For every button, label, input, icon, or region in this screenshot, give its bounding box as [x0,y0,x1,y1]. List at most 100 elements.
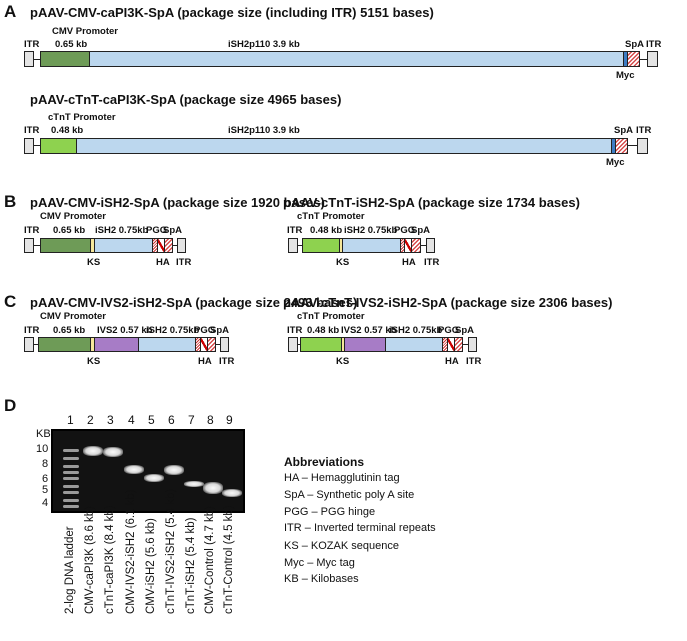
kb-tick-label: 8 [42,458,49,470]
kb-tick-label: 5 [42,484,49,496]
itr-label: ITR [636,125,652,136]
map-c-right-title: pAAV-cTnT-IVS2-iSH2-SpA (package size 23… [283,295,613,310]
itr-label: ITR [24,39,40,50]
gene-segment [385,337,443,352]
spa-label: SpA [163,225,182,236]
dna-band [184,481,204,487]
spa-segment [454,337,463,352]
lane-number: 3 [107,413,114,427]
panel-letter-c: C [4,292,17,311]
promoter-label: CMV Promoter [40,311,106,322]
lane-label: cTnT-Control (4.5 kb) [223,505,235,614]
lane-number: 6 [168,413,175,427]
agarose-gel-image [51,429,245,513]
gene-label: iSH2 0.75kb [95,225,149,236]
promoter-label: cTnT Promoter [297,211,365,222]
gene-label: iSH2 0.75kb [146,325,200,336]
panel-letter-b: B [4,192,17,211]
myc-label: Myc [606,157,625,168]
itr-label: ITR [24,325,40,336]
gene-label: iSH2 0.75kb [389,325,443,336]
map-a2-title: pAAV-cTnT-caPI3K-SpA (package size 4965 … [30,92,342,107]
abbreviation-item: SpA – Synthetic poly A site [284,489,415,501]
itr-box [24,138,34,154]
spa-segment [164,238,173,253]
promoter-size-label: 0.65 kb [53,325,86,336]
map-b-left-title: pAAV-CMV-iSH2-SpA (package size 1920 bas… [30,195,325,210]
kb-tick-label: 4 [42,497,49,509]
dna-band [203,482,223,494]
promoter-label: CMV Promoter [52,26,118,37]
lane-number: 2 [87,413,94,427]
spa-segment [207,337,216,352]
ladder-band [63,491,79,494]
gene-label: iSH2p110 3.9 kb [228,39,300,50]
dna-band [164,465,184,475]
abbreviation-item: PGG – PGG hinge [284,506,376,518]
map-a1-title: pAAV-CMV-caPI3K-SpA (package size (inclu… [30,5,434,20]
kb-tick-label: 6 [42,473,49,485]
pgg-label: PGG [394,225,416,236]
itr-label: ITR [646,39,662,50]
ctnt-promoter-segment [300,337,342,352]
ha-label: HA [445,356,459,367]
itr-box [637,138,648,154]
gene-label: iSH2 0.75kb [344,225,398,236]
lane-label: CMV-Control (4.7 kb) [204,505,216,614]
ladder-band [63,449,79,452]
abbreviation-item: KB – Kilobases [284,573,359,585]
ladder-band [63,485,79,488]
dna-band [124,464,144,474]
kb-axis-label: KB [36,428,51,440]
map-b-right-title: pAAV-cTnT-iSH2-SpA (package size 1734 ba… [283,195,580,210]
itr-label: ITR [424,257,440,268]
lane-label: CMV-iSH2 (5.6 kb) [145,518,157,614]
dna-band [83,446,103,456]
itr-label: ITR [287,225,303,236]
abbreviation-item: ITR – Inverted terminal repeats [284,522,436,534]
ks-label: KS [87,356,101,367]
ladder-band [63,457,79,460]
lane-label: CMV-IVS2-iSH2 (6.1 kb) [125,489,137,614]
lane-number: 7 [188,413,195,427]
ladder-band [63,477,79,480]
ks-label: KS [87,257,101,268]
gene-label: iSH2p110 3.9 kb [228,125,300,136]
spa-segment [627,51,640,67]
itr-box [24,51,34,67]
promoter-size-label: 0.48 kb [307,325,340,336]
lane-label: cTnT-caPI3K (8.4 kb) [104,505,116,614]
gene-segment [94,238,153,253]
dna-band [222,489,242,497]
ha-label: HA [156,257,170,268]
spa-segment [411,238,421,253]
pgg-label: PGG [146,225,168,236]
pgg-label: PGG [194,325,216,336]
spa-label: SpA [625,39,644,50]
cmv-promoter-segment [40,51,90,67]
panel-letter-d: D [4,396,17,415]
itr-label: ITR [24,225,40,236]
ha-label: HA [198,356,212,367]
itr-label: ITR [466,356,482,367]
gene-segment [76,138,612,154]
spa-segment [615,138,628,154]
kb-tick-label: 10 [36,443,49,455]
spa-label: SpA [614,125,633,136]
lane-label: cTnT-iSH2 (5.4 kb) [185,517,197,615]
gene-segment [89,51,624,67]
promoter-size-label: 0.65 kb [53,225,86,236]
ladder-band [63,499,79,502]
lane-number: 1 [67,413,74,427]
ks-label: KS [336,257,350,268]
panel-letter-a: A [4,2,17,21]
abbreviation-item: KS – KOZAK sequence [284,540,399,552]
lane-number: 5 [148,413,155,427]
spa-label: SpA [210,325,229,336]
ladder-band [63,465,79,468]
pgg-label: PGG [438,325,460,336]
dna-band [144,474,164,482]
itr-label: ITR [219,356,235,367]
abbreviations-heading: Abbreviations [284,455,365,469]
